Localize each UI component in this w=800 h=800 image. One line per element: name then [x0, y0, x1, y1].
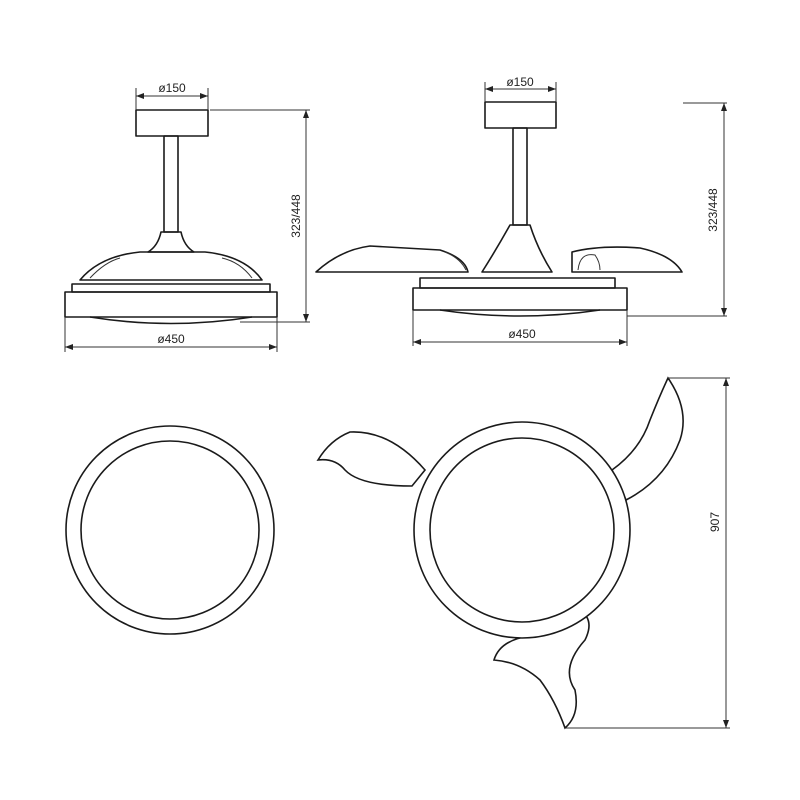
blade-lower	[492, 609, 590, 730]
span-label: 907	[708, 512, 722, 532]
bottom-diameter-label: ø450	[157, 332, 185, 346]
canopy	[135, 109, 209, 137]
light-base	[64, 291, 278, 318]
inner-plate	[71, 283, 271, 293]
blade-edges	[89, 257, 253, 279]
inner-plate	[419, 277, 616, 289]
downrod	[163, 135, 179, 233]
motor-neck	[147, 231, 195, 253]
plan-view-open: 907	[316, 376, 730, 730]
downrod	[512, 127, 528, 226]
inner-ring	[80, 440, 260, 620]
top-diameter-label: ø150	[158, 81, 186, 95]
motor-housing	[79, 251, 263, 281]
blade-right	[571, 246, 683, 273]
outer-ring	[65, 425, 275, 635]
height-label: 323/448	[289, 194, 303, 238]
bottom-diameter-label: ø450	[508, 327, 536, 341]
motor-housing	[481, 224, 553, 273]
canopy	[484, 101, 557, 129]
diffuser	[89, 316, 253, 325]
top-diameter-label: ø150	[506, 75, 534, 89]
plan-view-closed	[65, 425, 275, 635]
side-view-open: ø150 ø450 323/448	[315, 75, 727, 346]
blade-left	[316, 431, 427, 487]
outer-ring	[413, 421, 631, 639]
blade-upper	[610, 376, 684, 502]
light-base	[412, 287, 628, 311]
diffuser	[439, 309, 601, 317]
side-view-closed: ø150 ø450 323/448	[64, 81, 310, 352]
inner-ring	[429, 437, 615, 623]
height-label: 323/448	[706, 188, 720, 232]
blade-left	[315, 245, 469, 273]
